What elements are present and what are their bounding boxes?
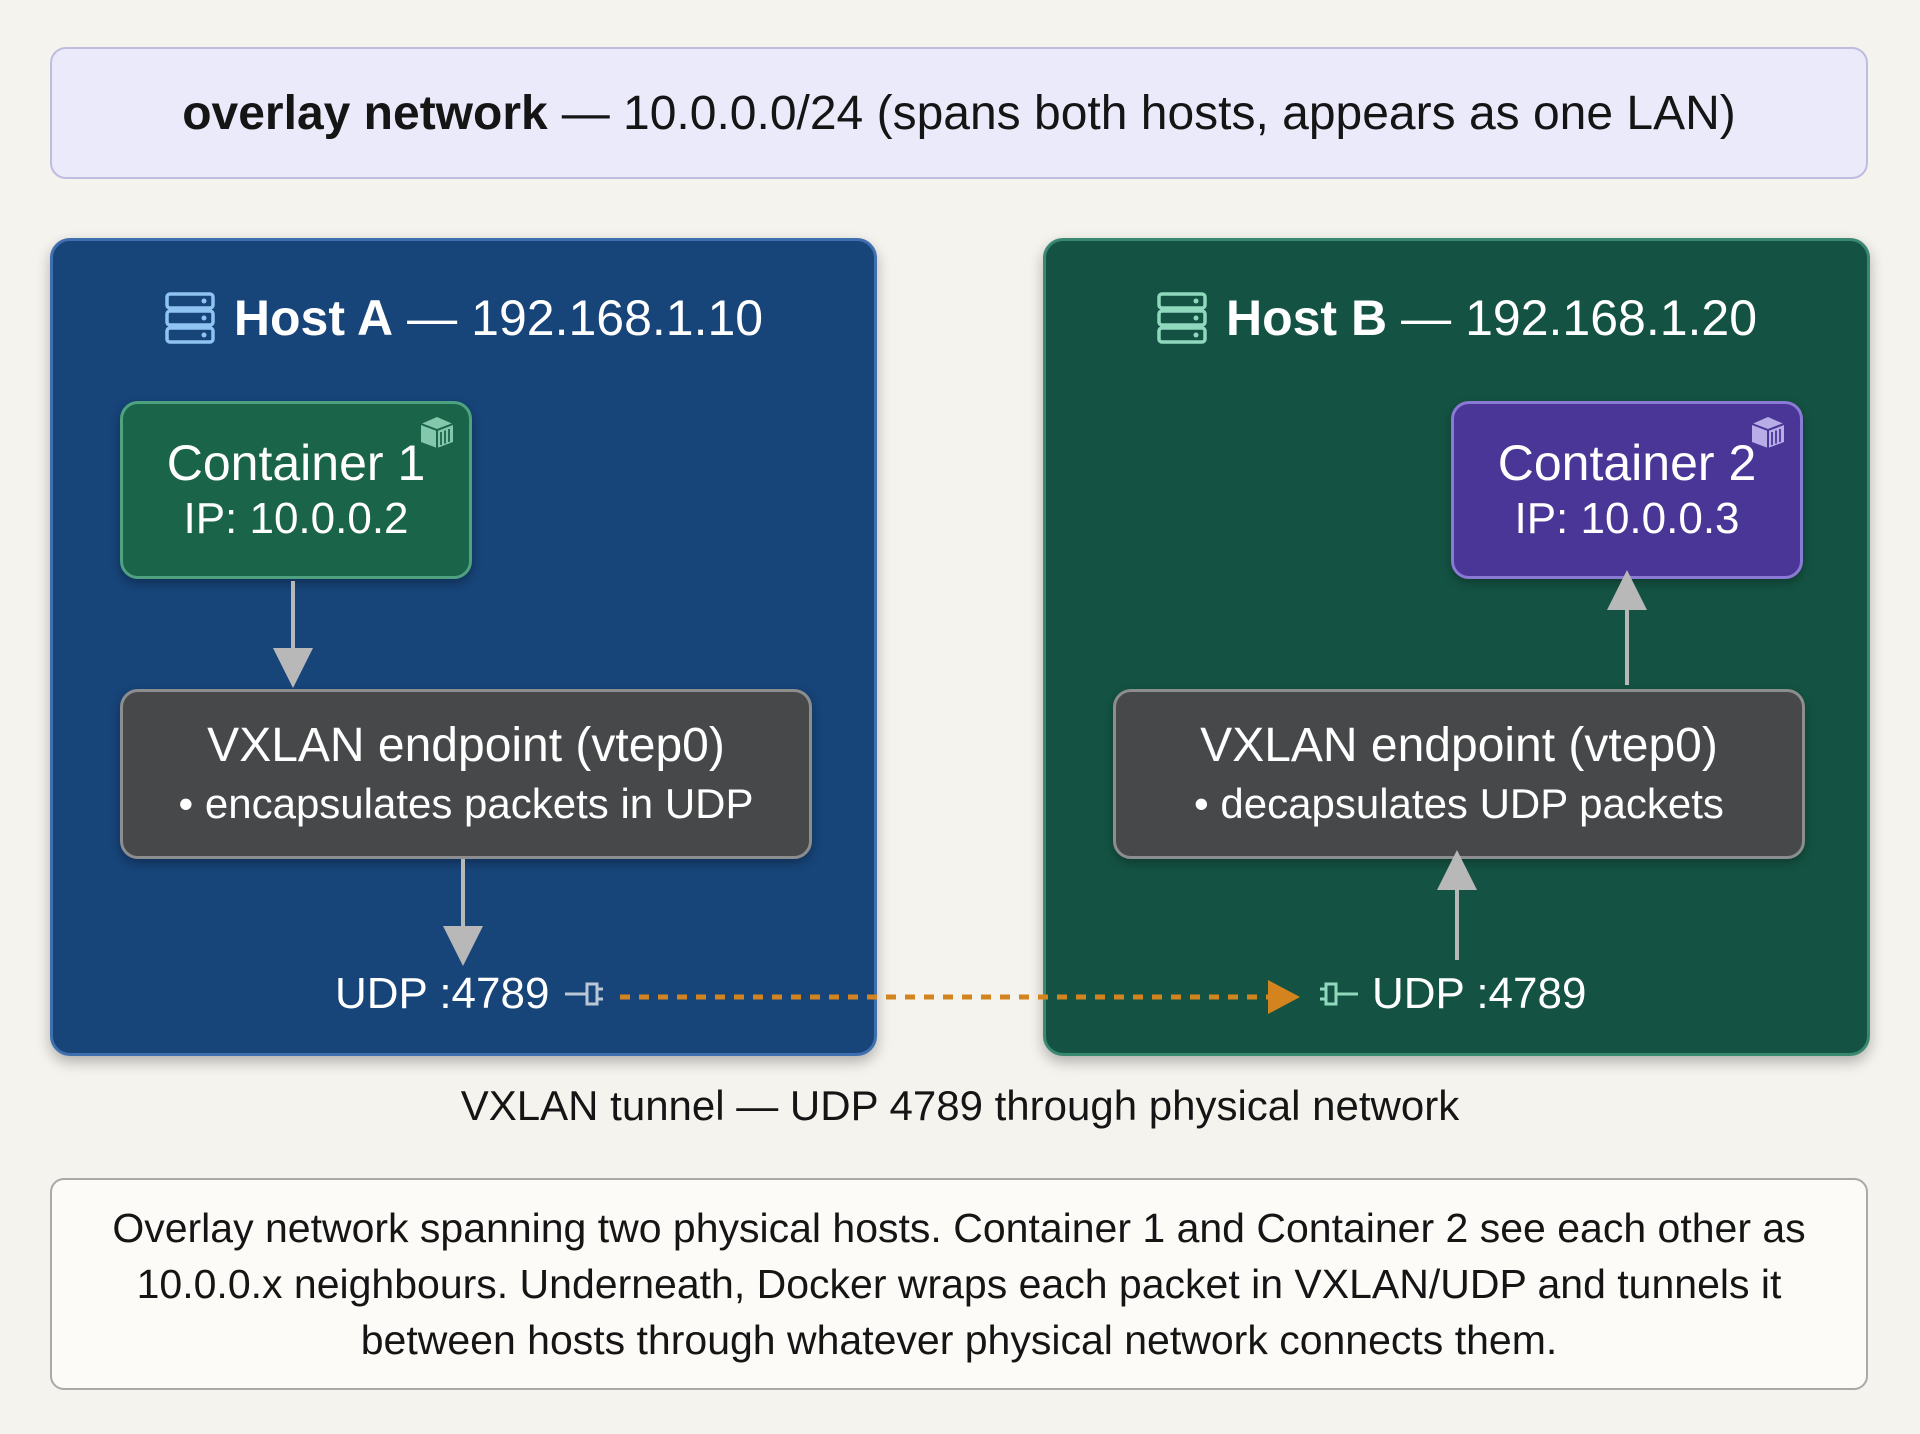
vtep-a-note: • encapsulates packets in UDP — [178, 780, 754, 827]
container-1-box: Container 1 IP: 10.0.0.2 — [120, 401, 472, 579]
plug-in-icon — [1320, 982, 1358, 1006]
container-1-ip: IP: 10.0.0.2 — [183, 494, 409, 543]
container-icon — [1751, 417, 1785, 448]
host-b-title: Host B — 192.168.1.20 — [1046, 289, 1867, 347]
host-b-name: Host B — [1225, 290, 1388, 346]
vtep-a-name: VXLAN endpoint (vtep0) — [207, 719, 725, 772]
vtep-b-name: VXLAN endpoint (vtep0) — [1200, 719, 1718, 772]
container-2-name: Container 2 — [1497, 435, 1757, 491]
host-b-ip: 192.168.1.20 — [1465, 290, 1758, 346]
udp-port-a: UDP :4789 — [335, 969, 607, 1019]
figure-caption: Overlay network spanning two physical ho… — [50, 1178, 1868, 1390]
container-icon — [420, 417, 454, 448]
overlay-network-label: overlay network — [182, 86, 548, 140]
plug-out-icon — [565, 982, 604, 1006]
server-icon — [1157, 292, 1207, 344]
host-a-name: Host A — [233, 290, 394, 346]
overlay-network-subnet: — 10.0.0.0/24 (spans both hosts, appears… — [561, 86, 1736, 140]
container-2-box: Container 2 IP: 10.0.0.3 — [1451, 401, 1803, 579]
host-a-dash: — — [407, 290, 458, 346]
host-a-title: Host A — 192.168.1.10 — [53, 289, 874, 347]
host-b-panel: Host B — 192.168.1.20 Container 2 IP: 10… — [1043, 238, 1870, 1056]
vtep-a-box: VXLAN endpoint (vtep0) • encapsulates pa… — [120, 689, 812, 859]
overlay-network-banner: overlay network — 10.0.0.0/24 (spans bot… — [50, 47, 1868, 179]
vtep-b-box: VXLAN endpoint (vtep0) • decapsulates UD… — [1113, 689, 1805, 859]
host-a-ip: 192.168.1.10 — [471, 290, 764, 346]
udp-port-b-label: UDP :4789 — [1372, 969, 1587, 1018]
host-a-panel: Host A — 192.168.1.10 Container 1 IP: 10… — [50, 238, 877, 1056]
figure-caption-text: Overlay network spanning two physical ho… — [112, 1205, 1806, 1363]
vtep-b-note: • decapsulates UDP packets — [1194, 780, 1724, 827]
container-1-name: Container 1 — [166, 435, 426, 491]
tunnel-caption: VXLAN tunnel — UDP 4789 through physical… — [460, 1082, 1460, 1129]
container-2-ip: IP: 10.0.0.3 — [1514, 494, 1740, 543]
udp-port-a-label: UDP :4789 — [335, 969, 550, 1018]
udp-port-b: UDP :4789 — [1316, 969, 1586, 1019]
server-icon — [165, 292, 215, 344]
host-b-dash: — — [1401, 290, 1452, 346]
